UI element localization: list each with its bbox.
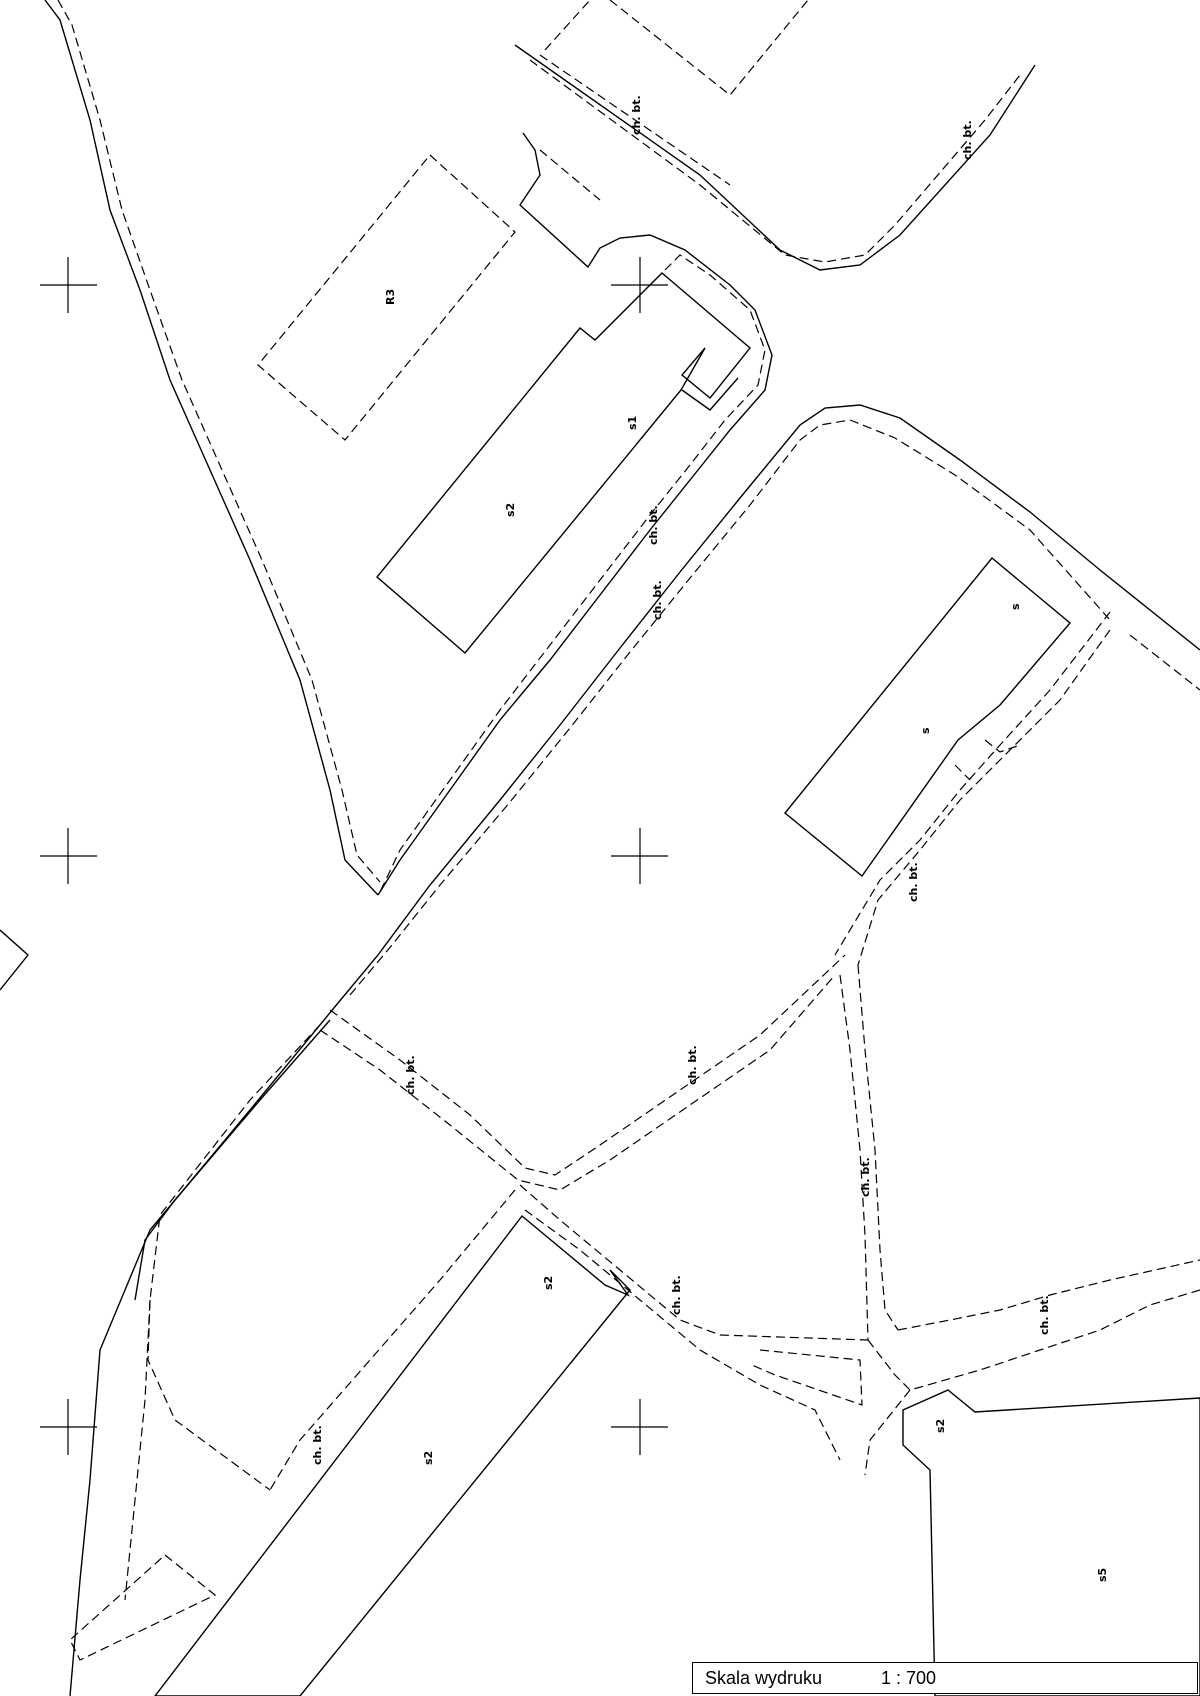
junction-road-down: [519, 1184, 869, 1461]
top-parcel-outline: [539, 54, 731, 186]
top-parcel-outline: [609, 0, 809, 96]
building-label: s1: [626, 416, 639, 430]
grid-cross: [40, 828, 97, 884]
road-label: ch. bt.: [686, 1045, 699, 1085]
grid-cross: [40, 257, 97, 313]
parcel-r3: [257, 154, 516, 441]
road-label: ch. bt.: [630, 95, 643, 135]
building-upper: [376, 272, 751, 654]
road-label: ch. bt.: [651, 580, 664, 620]
print-scale-value: 1 : 700: [881, 1667, 937, 1688]
road-label: ch. bt.: [1038, 1295, 1051, 1335]
lower-left-road: [69, 1002, 339, 1696]
building-label: s2: [934, 1419, 947, 1433]
print-scale-label: Skala wydruku: [705, 1667, 823, 1688]
building-label: s2: [422, 1451, 435, 1465]
building-label: s: [1009, 603, 1022, 610]
grid-crosses: [40, 257, 668, 1455]
top-parcel-outline: [544, 0, 591, 51]
building-label: s: [919, 727, 932, 734]
left-edge-fragment: [0, 929, 29, 991]
building-lower-right: [902, 1389, 1200, 1696]
building-upper-inner: [681, 377, 739, 411]
building-label: s5: [1096, 1568, 1109, 1582]
grid-cross: [611, 257, 668, 313]
road-label: ch. bt.: [311, 1425, 324, 1465]
curved-road: [377, 132, 773, 896]
road-label: ch. bt.: [647, 505, 660, 545]
building-label: s2: [542, 1276, 555, 1290]
road-label: ch. bt.: [859, 1157, 872, 1197]
parcel-label-r3: R3: [384, 289, 397, 305]
building-right-annex: [984, 739, 1021, 753]
road-label: ch. bt.: [907, 862, 920, 902]
building-right: [784, 557, 1071, 878]
lower-diagonal-parcel: [154, 1189, 631, 1696]
building-label: s2: [504, 503, 517, 517]
grid-cross: [611, 1399, 668, 1455]
road-label: ch. bt.: [404, 1055, 417, 1095]
road-label: ch. bt.: [961, 120, 974, 160]
building-right-annex: [954, 764, 971, 781]
bottom-left-parcel: [69, 1554, 217, 1661]
lower-right-road: [864, 1259, 1200, 1476]
grid-cross: [611, 828, 668, 884]
print-scale-box: Skala wydruku 1 : 700: [692, 1662, 1198, 1694]
left-path: [44, 0, 381, 896]
road-label: ch. bt.: [670, 1275, 683, 1315]
main-road: [337, 404, 1200, 1004]
grid-cross: [40, 1399, 97, 1455]
top-road: [514, 44, 1036, 271]
junction-road-left: [319, 954, 899, 1341]
branch-road-right: [834, 611, 1111, 966]
